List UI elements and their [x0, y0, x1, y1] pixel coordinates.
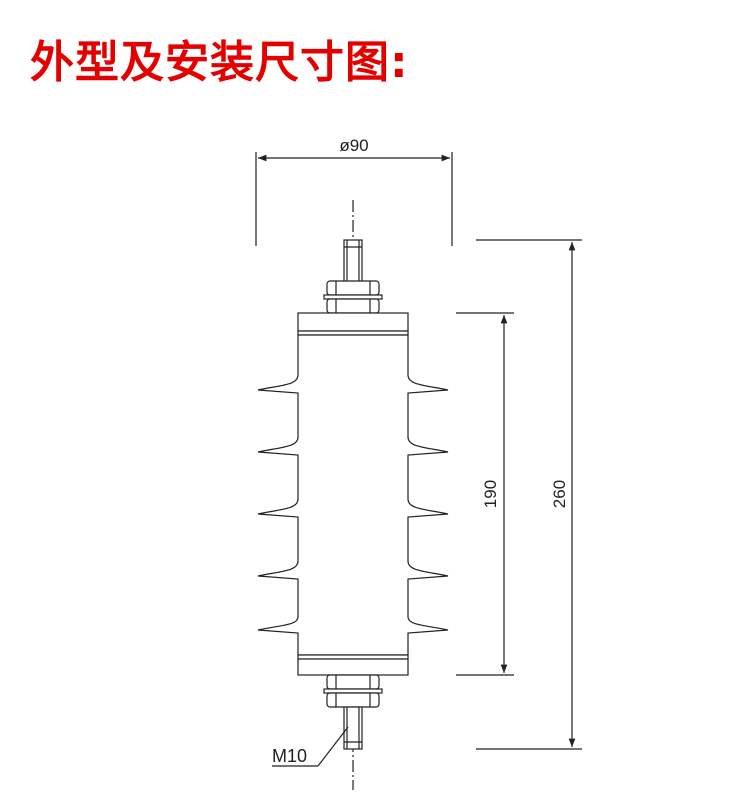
bottom-end-cap	[297, 654, 409, 676]
diameter-label: ø90	[339, 136, 368, 155]
body-height-label: 190	[481, 480, 500, 508]
thread-label: M10	[272, 746, 307, 766]
body-height-dimension	[456, 312, 514, 676]
page-title: 外型及安装尺寸图:	[30, 37, 409, 88]
insulator-housing	[257, 334, 449, 656]
bottom-stud	[343, 706, 363, 750]
total-height-label: 260	[550, 480, 569, 508]
top-end-cap	[297, 312, 409, 336]
diameter-dimension	[255, 152, 453, 246]
top-nuts	[323, 280, 383, 314]
total-height-dimension	[476, 239, 582, 750]
thread-leader	[272, 726, 349, 767]
top-stud	[343, 239, 363, 283]
bottom-nuts	[323, 674, 383, 708]
